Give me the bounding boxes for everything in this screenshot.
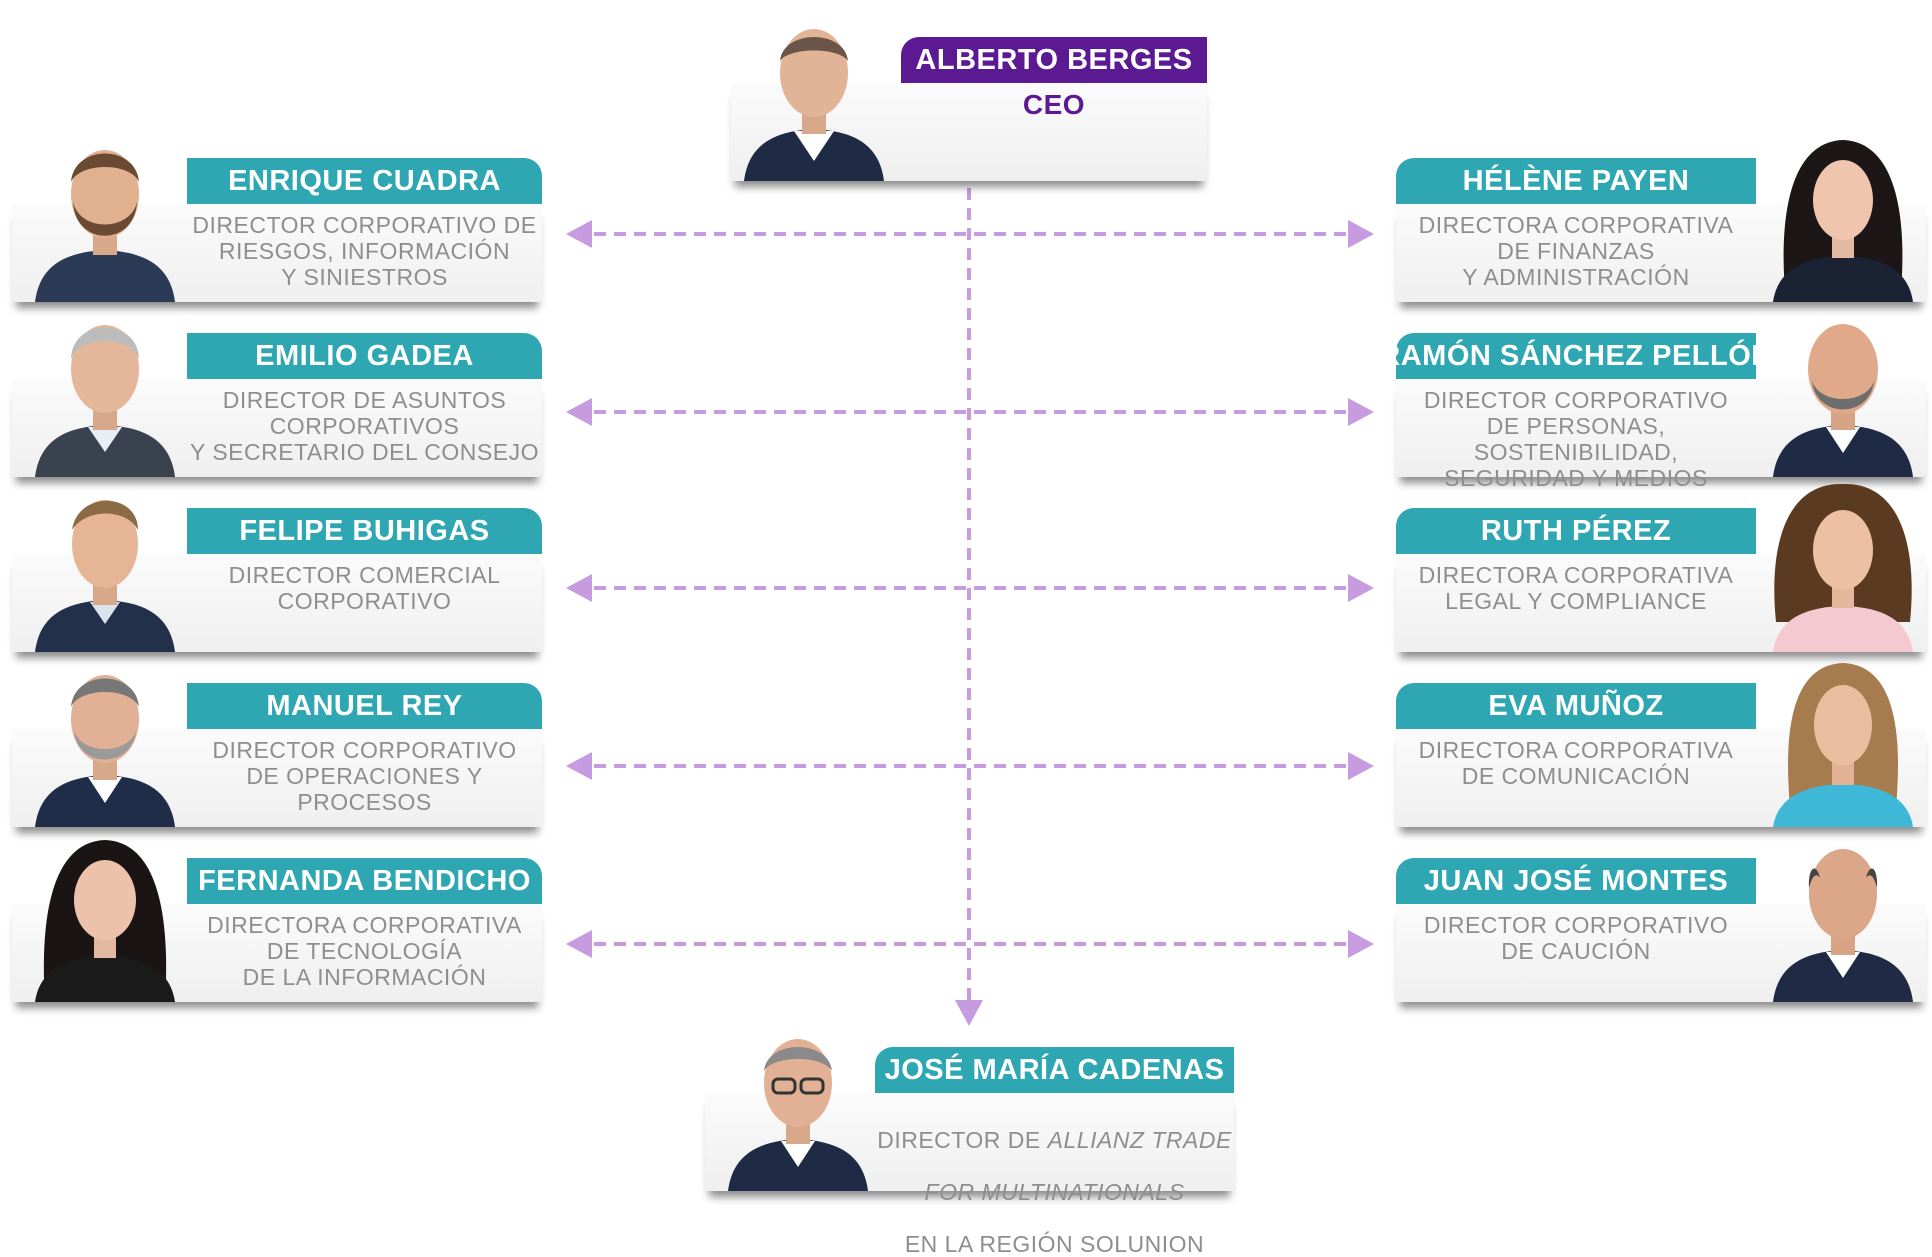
arrow-left-1 bbox=[566, 220, 592, 248]
exec-role: DIRECTOR DE ASUNTOS CORPORATIVOS Y SECRE… bbox=[190, 387, 539, 465]
ceo-card: ALBERTO BERGES CEO bbox=[731, 29, 1207, 181]
exec-name: JUAN JOSÉ MONTES bbox=[1396, 858, 1756, 904]
exec-card-right-1: HÉLÈNE PAYEN DIRECTORA CORPORATIVA DE FI… bbox=[1396, 140, 1926, 302]
bottom-exec-card: JOSÉ MARÍA CADENAS DIRECTOR DE ALLIANZ T… bbox=[705, 1039, 1234, 1257]
exec-name: FERNANDA BENDICHO bbox=[187, 858, 542, 904]
exec-card-left-1: ENRIQUE CUADRA DIRECTOR CORPORATIVO DE R… bbox=[12, 150, 542, 302]
exec-role: DIRECTORA CORPORATIVA LEGAL Y COMPLIANCE bbox=[1418, 562, 1734, 614]
role-prefix: DIRECTOR DE bbox=[877, 1127, 1048, 1153]
exec-name: ENRIQUE CUADRA bbox=[187, 158, 542, 204]
avatar bbox=[1773, 663, 1913, 827]
exec-role: DIRECTOR DE ALLIANZ TRADE FOR MULTINATIO… bbox=[875, 1101, 1234, 1257]
exec-card-right-5: JUAN JOSÉ MONTES DIRECTOR CORPORATIVO DE… bbox=[1396, 849, 1926, 1002]
exec-name: FELIPE BUHIGAS bbox=[187, 508, 542, 554]
role-company-cont: FOR MULTINATIONALS bbox=[924, 1179, 1185, 1205]
avatar bbox=[35, 840, 175, 1002]
exec-role: DIRECTORA CORPORATIVA DE TECNOLOGÍA DE L… bbox=[207, 912, 522, 990]
arrow-down bbox=[955, 1000, 983, 1026]
exec-role: DIRECTOR COMERCIAL CORPORATIVO bbox=[228, 562, 501, 614]
ceo-name: ALBERTO BERGES bbox=[901, 37, 1207, 83]
arrow-left-4 bbox=[566, 752, 592, 780]
arrow-left-2 bbox=[566, 398, 592, 426]
exec-card-left-2: EMILIO GADEA DIRECTOR DE ASUNTOS CORPORA… bbox=[12, 325, 542, 477]
exec-card-right-3: RUTH PÉREZ DIRECTORA CORPORATIVA LEGAL Y… bbox=[1396, 483, 1926, 652]
arrow-right-2 bbox=[1348, 398, 1374, 426]
exec-card-right-4: EVA MUÑOZ DIRECTORA CORPORATIVA DE COMUN… bbox=[1396, 663, 1926, 827]
avatar bbox=[1773, 140, 1913, 302]
exec-name: EMILIO GADEA bbox=[187, 333, 542, 379]
ceo-role: CEO bbox=[1022, 89, 1086, 120]
role-region: EN LA REGIÓN SOLUNION bbox=[904, 1231, 1205, 1257]
exec-name: JOSÉ MARÍA CADENAS bbox=[875, 1047, 1234, 1093]
exec-role: DIRECTOR CORPORATIVO DE RIESGOS, INFORMA… bbox=[192, 212, 537, 290]
arrow-left-5 bbox=[566, 930, 592, 958]
exec-name: HÉLÈNE PAYEN bbox=[1396, 158, 1756, 204]
avatar bbox=[35, 675, 175, 827]
arrow-right-3 bbox=[1348, 574, 1374, 602]
avatar bbox=[1773, 849, 1913, 1002]
arrow-right-5 bbox=[1348, 930, 1374, 958]
exec-name: EVA MUÑOZ bbox=[1396, 683, 1756, 729]
avatar-ceo bbox=[744, 29, 884, 181]
exec-card-left-5: FERNANDA BENDICHO DIRECTORA CORPORATIVA … bbox=[12, 840, 542, 1002]
avatar bbox=[35, 150, 175, 302]
exec-name: RUTH PÉREZ bbox=[1396, 508, 1756, 554]
role-company: ALLIANZ TRADE bbox=[1047, 1127, 1232, 1153]
exec-name: RAMÓN SÁNCHEZ PELLÓN bbox=[1379, 333, 1772, 379]
exec-role: DIRECTOR CORPORATIVO DE CAUCIÓN bbox=[1423, 912, 1729, 964]
exec-role: DIRECTOR CORPORATIVO DE OPERACIONES Y PR… bbox=[212, 737, 517, 815]
arrow-right-1 bbox=[1348, 220, 1374, 248]
arrow-right-4 bbox=[1348, 752, 1374, 780]
avatar bbox=[35, 500, 175, 652]
exec-card-right-2: RAMÓN SÁNCHEZ PELLÓN DIRECTOR CORPORATIV… bbox=[1379, 324, 1926, 491]
exec-role: DIRECTORA CORPORATIVA DE FINANZAS Y ADMI… bbox=[1418, 212, 1734, 290]
avatar bbox=[1773, 483, 1913, 652]
avatar bbox=[35, 325, 175, 477]
exec-role: DIRECTOR CORPORATIVO DE PERSONAS, SOSTEN… bbox=[1423, 387, 1729, 491]
avatar bbox=[728, 1039, 868, 1191]
arrow-left-3 bbox=[566, 574, 592, 602]
exec-role: DIRECTORA CORPORATIVA DE COMUNICACIÓN bbox=[1418, 737, 1734, 789]
exec-name: MANUEL REY bbox=[187, 683, 542, 729]
avatar bbox=[1773, 324, 1913, 477]
exec-card-left-3: FELIPE BUHIGAS DIRECTOR COMERCIAL CORPOR… bbox=[12, 500, 542, 652]
exec-card-left-4: MANUEL REY DIRECTOR CORPORATIVO DE OPERA… bbox=[12, 675, 542, 827]
